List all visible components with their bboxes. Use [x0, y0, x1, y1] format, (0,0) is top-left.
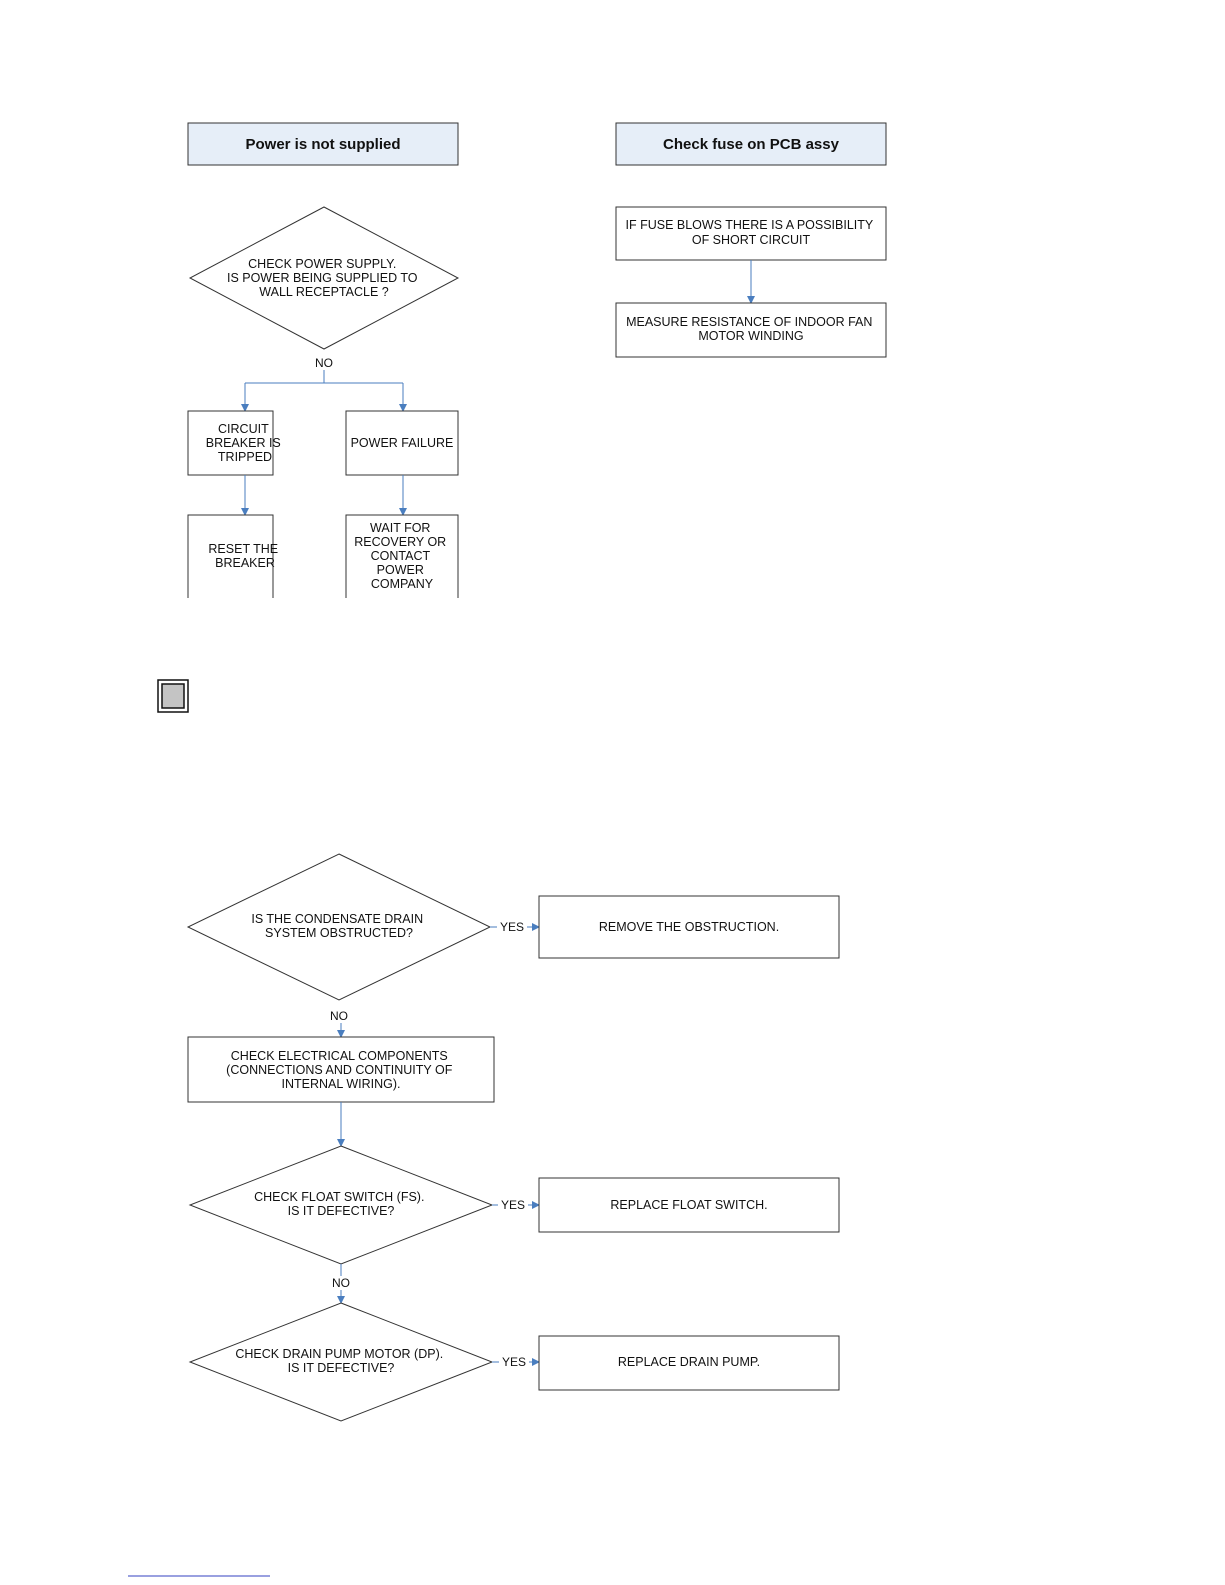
fuse-header-title: Check fuse on PCB assy — [663, 136, 840, 153]
drain-obstructed-decision — [186, 853, 492, 1001]
yes1-label: YES — [500, 920, 524, 934]
power-not-supplied-flow: Power is not supplied CHECK POWER SUPPLY… — [187, 122, 460, 598]
breaker-tripped-text: CIRCUIT BREAKER IS TRIPPED — [206, 422, 285, 464]
power-header-title: Power is not supplied — [245, 136, 400, 153]
drain-system-flow: IS THE CONDENSATE DRAIN SYSTEM OBSTRUCTE… — [186, 853, 840, 1422]
power-supply-decision-text: CHECK POWER SUPPLY. IS POWER BEING SUPPL… — [227, 257, 421, 299]
no2-label: NO — [332, 1276, 350, 1290]
wait-recovery-box — [345, 514, 459, 598]
power-failure-text: POWER FAILURE — [351, 436, 454, 450]
replace-float-switch-text: REPLACE FLOAT SWITCH. — [610, 1198, 767, 1212]
replace-float-switch-box — [538, 1177, 840, 1233]
fuse-blows-text: IF FUSE BLOWS THERE IS A POSSIBILITY OF … — [625, 218, 876, 247]
drain-obstructed-text: IS THE CONDENSATE DRAIN SYSTEM OBSTRUCTE… — [251, 912, 426, 940]
check-electrical-text: CHECK ELECTRICAL COMPONENTS (CONNECTIONS… — [226, 1049, 456, 1091]
drain-pump-text: CHECK DRAIN PUMP MOTOR (DP). IS IT DEFEC… — [235, 1347, 446, 1375]
power-header-box — [187, 122, 459, 166]
power-failure-box — [345, 410, 459, 476]
check-electrical-box — [187, 1036, 495, 1103]
drain-pump-decision — [188, 1302, 494, 1422]
remove-obstruction-box — [538, 895, 840, 959]
replace-drain-pump-box — [538, 1335, 840, 1391]
yes3-label: YES — [502, 1355, 526, 1369]
reset-breaker-text: RESET THE BREAKER — [208, 542, 281, 570]
fuse-header-box — [615, 122, 887, 166]
check-fuse-flow: Check fuse on PCB assy IF FUSE BLOWS THE… — [615, 122, 887, 358]
reset-breaker-box — [187, 514, 274, 598]
power-no-label: NO — [315, 356, 333, 370]
breaker-tripped-box — [187, 410, 274, 476]
no1-label: NO — [330, 1009, 348, 1023]
replace-drain-pump-text: REPLACE DRAIN PUMP. — [618, 1355, 760, 1369]
wait-recovery-text: WAIT FOR RECOVERY OR CONTACT POWER COMPA… — [354, 521, 449, 591]
power-supply-decision — [188, 206, 460, 350]
remove-obstruction-text: REMOVE THE OBSTRUCTION. — [599, 920, 779, 934]
measure-resistance-box — [615, 302, 887, 358]
section-badge — [157, 679, 189, 713]
yes2-label: YES — [501, 1198, 525, 1212]
fuse-blows-box — [615, 206, 887, 261]
float-switch-text: CHECK FLOAT SWITCH (FS). IS IT DEFECTIVE… — [254, 1190, 428, 1218]
measure-resistance-text: MEASURE RESISTANCE OF INDOOR FAN MOTOR W… — [626, 315, 876, 343]
